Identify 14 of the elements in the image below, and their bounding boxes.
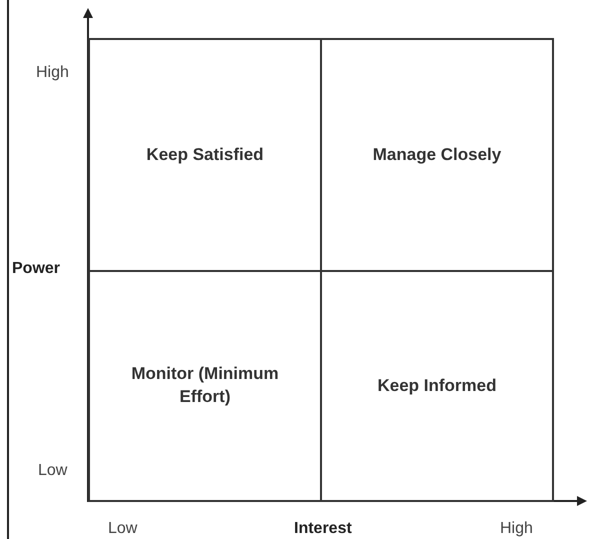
quadrant-box bbox=[88, 38, 322, 272]
quadrant-label: Monitor (Minimum Effort) bbox=[130, 363, 280, 408]
axis-title: Interest bbox=[294, 520, 352, 538]
axis-tick-label: High bbox=[500, 520, 533, 538]
quadrant-box bbox=[320, 270, 554, 502]
axis-tick-label: High bbox=[36, 64, 69, 82]
quadrant-label: Keep Informed bbox=[377, 374, 497, 397]
axis-title: Power bbox=[12, 260, 60, 278]
axis-tick-label: Low bbox=[38, 462, 68, 480]
quadrant-label: Manage Closely bbox=[372, 144, 502, 166]
axis-tick-label: Low bbox=[108, 520, 138, 538]
quadrant-label: Keep Satisfied bbox=[146, 144, 264, 166]
quadrant-box bbox=[88, 270, 322, 502]
quadrant-box bbox=[320, 38, 554, 272]
